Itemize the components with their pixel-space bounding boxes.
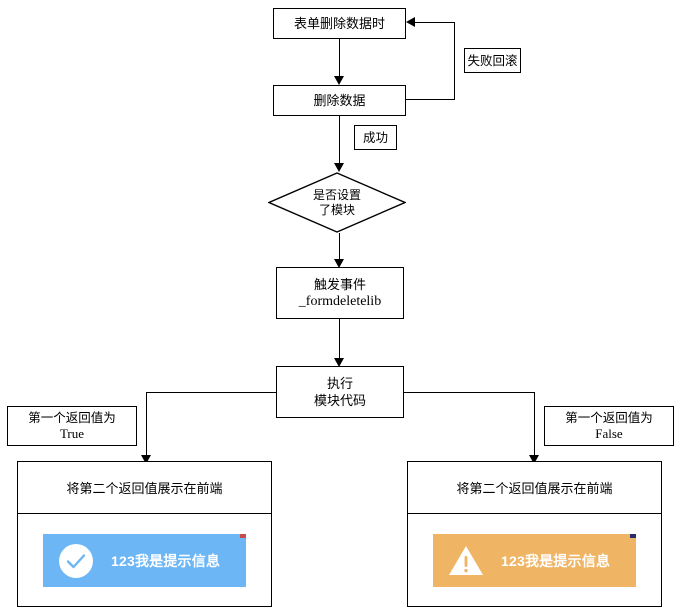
edge-label-first-return-true-value: True (59, 426, 85, 441)
result-panel-warning: 将第二个返回值展示在前端 123我是提示信息 (407, 461, 662, 607)
toast-warning: 123我是提示信息 (433, 534, 636, 587)
edge-label-first-return-true-line1: 第一个返回值为 (28, 411, 116, 425)
node-execute-module-code-label: 执行 模块代码 (313, 376, 366, 408)
edge-rollback-right (454, 22, 456, 100)
edge-rollback-bottom (406, 99, 455, 101)
arrowhead-to-delete-data (334, 76, 344, 85)
edge-right-down (534, 392, 536, 458)
result-panel-success-header-label: 将第二个返回值展示在前端 (66, 481, 223, 496)
result-panel-warning-body: 123我是提示信息 (408, 514, 661, 607)
node-delete-data: 删除数据 (273, 85, 406, 116)
check-circle-icon (59, 543, 93, 578)
node-trigger-event: 触发事件 _formdeletelib (276, 267, 404, 319)
edge-trigger-to-delete (339, 39, 341, 77)
arrowhead-to-right-result (529, 455, 539, 464)
edge-decision-to-trigger-event (339, 233, 341, 265)
edge-label-rollback-on-failure: 失败回滚 (464, 48, 521, 73)
edge-label-first-return-true: 第一个返回值为 True (7, 406, 137, 446)
node-decision-module: 是否设置 了模块 (268, 172, 406, 233)
edge-rollback-top (414, 22, 455, 24)
node-form-delete-trigger-label: 表单删除数据时 (293, 16, 385, 31)
toast-success-message: 123我是提示信息 (111, 552, 221, 569)
edge-label-rollback-on-failure-text: 失败回滚 (467, 53, 518, 68)
node-trigger-event-handler: _formdeletelib (298, 294, 382, 309)
edge-execute-to-left (146, 392, 276, 394)
node-delete-data-label: 删除数据 (313, 93, 366, 108)
node-execute-module-code: 执行 模块代码 (276, 366, 404, 418)
arrowhead-rollback-to-trigger (406, 17, 415, 27)
edge-execute-to-right (404, 392, 535, 394)
result-panel-warning-header-label: 将第二个返回值展示在前端 (456, 481, 613, 496)
toast-warning-corner-marker (630, 534, 636, 538)
edge-delete-to-decision (339, 116, 341, 166)
edge-label-first-return-false-value: False (595, 426, 623, 441)
arrowhead-to-decision (334, 163, 344, 172)
arrowhead-to-execute (334, 358, 344, 367)
edge-label-success-text: 成功 (362, 130, 388, 145)
toast-success: 123我是提示信息 (43, 534, 246, 587)
arrowhead-to-trigger-event (334, 259, 344, 268)
toast-warning-message: 123我是提示信息 (501, 552, 611, 569)
edge-label-success: 成功 (354, 125, 397, 150)
result-panel-success-header: 将第二个返回值展示在前端 (18, 462, 271, 514)
toast-success-corner-marker (240, 534, 246, 538)
result-panel-warning-header: 将第二个返回值展示在前端 (408, 462, 661, 514)
warning-triangle-icon (449, 545, 483, 575)
arrowhead-to-left-result (141, 455, 151, 464)
edge-label-first-return-false: 第一个返回值为 False (544, 406, 674, 446)
edge-left-down (146, 392, 148, 458)
result-panel-success: 将第二个返回值展示在前端 123我是提示信息 (17, 461, 272, 607)
node-decision-module-label: 是否设置 了模块 (312, 187, 361, 217)
edge-label-first-return-false-line1: 第一个返回值为 (565, 411, 653, 425)
edge-trigger-event-to-execute (339, 319, 341, 363)
node-trigger-event-label: 触发事件 (313, 277, 366, 292)
result-panel-success-body: 123我是提示信息 (18, 514, 271, 607)
diamond-shape (268, 172, 406, 233)
node-form-delete-trigger: 表单删除数据时 (273, 8, 406, 39)
